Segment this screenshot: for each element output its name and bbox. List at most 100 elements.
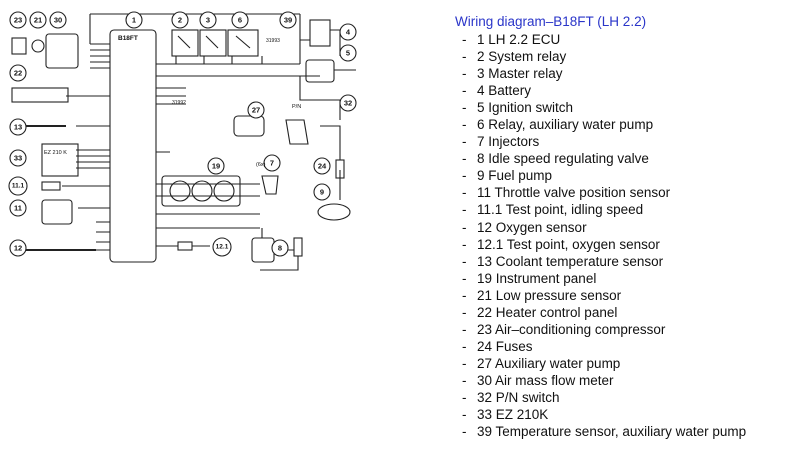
dash-marker: - [462,49,467,65]
dash-marker: - [462,424,467,440]
legend-item-text: 24 Fuses [477,338,533,354]
legend-title: Wiring diagram–B18FT (LH 2.2) [455,14,647,29]
legend-item: -22 Heater control panel [462,304,785,321]
battery-box [309,19,331,47]
legend-item-text: 22 Heater control panel [477,304,618,320]
legend-item: -33 EZ 210K [462,406,785,423]
dash-marker: - [462,219,467,235]
dash-marker: - [462,253,467,269]
legend-item-text: 23 Air–conditioning compressor [477,321,666,337]
legend-item: -11.1 Test point, idling speed [462,201,785,218]
legend-item: -24 Fuses [462,338,785,355]
dash-marker: - [462,83,467,99]
callout-12-1: 12.1 [216,244,229,251]
instrument-panel-box [161,175,241,207]
legend-item: -27 Auxiliary water pump [462,355,785,372]
callout-11: 11 [14,204,22,213]
fuel-pump-body [317,203,351,221]
dash-marker: - [462,287,467,303]
legend-item-text: 19 Instrument panel [477,270,597,286]
legend-item-text: 33 EZ 210K [477,407,549,423]
test-point-idle [41,181,61,191]
callout-39: 39 [284,16,292,25]
legend-item: -5 Ignition switch [462,99,785,116]
legend-item: -19 Instrument panel [462,270,785,287]
legend-panel: Wiring diagram–B18FT (LH 2.2) -1 LH 2.2 … [455,13,785,440]
dash-marker: - [462,372,467,388]
legend-item-text: 6 Relay, auxiliary water pump [477,117,654,133]
callout-8: 8 [278,244,282,253]
legend-item: -6 Relay, auxiliary water pump [462,116,785,133]
callout-2: 2 [178,16,182,25]
legend-item-text: 9 Fuel pump [477,168,553,184]
callout-6: 6 [238,16,242,25]
dash-marker: - [462,32,467,47]
dash-marker: - [462,151,467,167]
test-point-oxygen [177,241,193,251]
legend-item: -32 P/N switch [462,389,785,406]
ac-compressor-body [11,37,27,55]
callout-5: 5 [346,49,350,58]
label-31993: 31993 [266,38,280,44]
aux-water-pump-body [233,115,265,137]
dash-marker: - [462,236,467,252]
legend-item-text: 7 Injectors [477,134,540,150]
callout-33: 33 [14,154,22,163]
injector-shape [261,175,279,195]
dash-marker: - [462,338,467,354]
legend-item-text: 2 System relay [477,49,567,65]
callout-9: 9 [320,188,324,197]
callout-30: 30 [54,16,62,25]
heater-panel-box [11,87,69,103]
fuse-lower [293,237,303,257]
callout-22: 22 [14,69,22,78]
callout-11-1: 11.1 [12,183,25,190]
legend-item-text: 39 Temperature sensor, auxiliary water p… [477,424,747,440]
callout-7: 7 [270,159,274,168]
dash-marker: - [462,117,467,133]
legend-item: -4 Battery [462,82,785,99]
legend-item: -9 Fuel pump [462,167,785,184]
dash-marker: - [462,168,467,184]
legend-item-text: 1 LH 2.2 ECU [477,32,561,47]
callout-27: 27 [252,106,260,115]
system-relay-box [171,29,199,57]
dash-marker: - [462,407,467,423]
aux-pump-relay-box [227,29,259,57]
throttle-sensor-body [41,199,73,225]
legend-item: -12 Oxygen sensor [462,219,785,236]
ecu-box [109,29,157,263]
legend-item: -39 Temperature sensor, auxiliary water … [462,423,785,440]
label-31992: 31992 [172,100,186,106]
fuses-box [335,159,345,179]
legend-list: -1 LH 2.2 ECU -2 System relay -3 Master … [455,31,785,440]
legend-item: -30 Air mass flow meter [462,372,785,389]
legend-item: -3 Master relay [462,65,785,82]
legend-item: -11 Throttle valve position sensor [462,184,785,201]
ez210k-label: EZ 210 K [44,150,67,156]
dash-marker: - [462,185,467,201]
dash-marker: - [462,304,467,320]
master-relay-box [199,29,227,57]
callout-1: 1 [132,16,136,25]
wiring-diagram: 23 21 30 1 2 3 6 39 4 5 22 27 32 13 19 3… [8,11,357,271]
dash-marker: - [462,134,467,150]
dash-marker: - [462,202,467,218]
legend-item-text: 12.1 Test point, oxygen sensor [477,236,660,252]
dash-marker: - [462,270,467,286]
legend-item: -7 Injectors [462,133,785,150]
legend-item-text: 11.1 Test point, idling speed [477,202,644,218]
legend-item: -13 Coolant temperature sensor [462,253,785,270]
dash-marker: - [462,321,467,337]
idle-valve-body [251,237,275,263]
legend-item: -2 System relay [462,48,785,65]
legend-item-text: 30 Air mass flow meter [477,372,614,388]
callout-19: 19 [212,162,220,171]
legend-item: -23 Air–conditioning compressor [462,321,785,338]
air-mass-meter-body [45,33,79,69]
legend-item: -1 LH 2.2 ECU [462,31,785,48]
callout-4: 4 [346,28,351,37]
callout-13: 13 [14,123,22,132]
legend-item-text: 21 Low pressure sensor [477,287,622,303]
callout-21: 21 [34,16,42,25]
